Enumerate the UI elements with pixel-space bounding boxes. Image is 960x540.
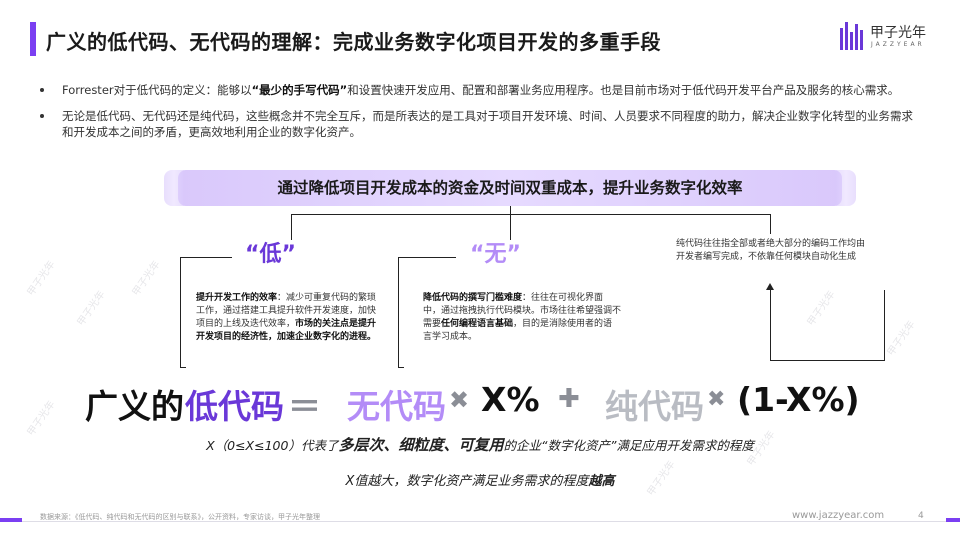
connector-line (398, 257, 399, 367)
logo-sub: JAZZYEAR (871, 41, 925, 48)
note-text: X（0≤X≤100）代表了 (206, 438, 339, 453)
watermark: 甲子光年 (25, 259, 58, 299)
formula-part: 纯代码 (605, 387, 704, 426)
website-link[interactable]: www.jazzyear.com (792, 510, 885, 521)
low-desc-bold: 提升开发工作的效率 (196, 293, 278, 303)
none-desc-bold: 任何编程语言基础 (441, 319, 514, 329)
title-accent-bar (30, 22, 36, 56)
bullet-dot-icon (40, 88, 44, 92)
formula-part: X% (481, 380, 540, 419)
arrow-up-icon (766, 283, 774, 290)
footer-divider (0, 521, 960, 522)
low-desc-text: ：减少可重复代码的繁琐工作，通过搭建工具提升软件开发速度，加快项目的上线及迭代效… (196, 293, 377, 329)
connector-line (291, 214, 292, 240)
note-bold: 越高 (588, 474, 615, 489)
connector-line (398, 257, 456, 258)
none-label: “无” (470, 242, 521, 267)
formula-operator: ✖ (707, 387, 726, 412)
formula-conclusion: X值越大，数字化资产满足业务需求的程度越高 (0, 470, 960, 489)
logo-name: 甲子光年 (870, 25, 926, 41)
bullet-text: 和设置快速开发应用、配置和部署业务应用程序。也是目前市场对于低代码开发平台产品及… (347, 83, 900, 97)
note-text: 的企业“数字化资产”满足应用开发需求的程度 (503, 438, 754, 453)
watermark: 甲子光年 (75, 289, 108, 329)
note-bold: 多层次、细粒度、可复用 (338, 436, 504, 454)
none-description: 降低代码的撰写门槛难度：往往在可视化界面中，通过拖拽执行代码模块。市场往往希望强… (423, 292, 621, 344)
formula-note: X（0≤X≤100）代表了多层次、细粒度、可复用的企业“数字化资产”满足应用开发… (0, 434, 960, 455)
footer-accent (946, 518, 960, 522)
data-source: 数据来源：《低代码、纯代码和无代码的区别与联系》，公开资料，专家访谈，甲子光年整… (40, 513, 320, 521)
connector-line (510, 206, 511, 215)
bullet-item: 无论是低代码、无代码还是纯代码，这些概念并不完全互斥，而是所表达的是工具对于项目… (40, 108, 920, 140)
connector-line (884, 290, 885, 360)
formula-part: (1-X%) (737, 380, 860, 419)
none-desc-bold: 降低代码的撰写门槛难度 (423, 293, 523, 303)
watermark: 甲子光年 (25, 399, 58, 439)
watermark: 甲子光年 (885, 319, 918, 359)
connector-line (398, 367, 404, 368)
connector-line (770, 290, 771, 360)
connector-line (180, 367, 186, 368)
brand-logo: 甲子光年 JAZZYEAR (840, 18, 940, 54)
formula-operator: ✖ (449, 386, 470, 414)
formula-part: 无代码 (347, 387, 446, 426)
pure-description: 纯代码往往指全部或者绝大部分的编码工作均由开发者编写完成，不依靠任何模块自动化生… (676, 239, 866, 262)
formula-part: 低代码 (185, 387, 284, 426)
formula-operator: ＝ (288, 387, 321, 426)
formula-part: 广义的 (85, 387, 184, 426)
formula-operator: ✚ (558, 384, 580, 414)
watermark: 甲子光年 (130, 259, 163, 299)
none-desc-text: ：往往在可视化界面中，通过拖拽执行代码模块。市场往往希望强调不需要 (423, 293, 622, 329)
bullet-item: Forrester对于低代码的定义：能够以“最少的手写代码”和设置快速开发应用、… (40, 82, 920, 98)
low-description: 提升开发工作的效率：减少可重复代码的繁琐工作，通过搭建工具提升软件开发速度，加快… (196, 292, 382, 344)
logo-mark-icon (840, 22, 866, 50)
summary-banner: 通过降低项目开发成本的资金及时间双重成本，提升业务数字化效率 (164, 170, 856, 206)
connector-line (180, 257, 181, 367)
page-title: 广义的低代码、无代码的理解：完成业务数字化项目开发的多重手段 (46, 30, 661, 54)
watermark: 甲子光年 (805, 289, 838, 329)
bullet-list: Forrester对于低代码的定义：能够以“最少的手写代码”和设置快速开发应用、… (40, 82, 920, 150)
connector-line (510, 214, 511, 240)
none-desc-text: ，目的是消除使用者的语言学习成本。 (423, 319, 613, 342)
page-number: 4 (918, 511, 924, 521)
footer-accent (0, 518, 22, 522)
bullet-bold: “最少的手写代码” (251, 83, 348, 97)
low-label: “低” (245, 242, 296, 267)
connector-line (770, 360, 885, 361)
note-text: X值越大，数字化资产满足业务需求的程度 (345, 474, 589, 489)
low-desc-bold: 市场的关注点是提升开发项目的经济性，加速企业数字化的进程。 (196, 319, 377, 342)
bullet-dot-icon (40, 114, 44, 118)
bullet-text: 无论是低代码、无代码还是纯代码，这些概念并不完全互斥，而是所表达的是工具对于项目… (62, 109, 913, 139)
connector-line (770, 214, 771, 234)
connector-line (180, 257, 232, 258)
bullet-text: Forrester对于低代码的定义：能够以 (62, 83, 252, 97)
connector-line (291, 214, 771, 215)
